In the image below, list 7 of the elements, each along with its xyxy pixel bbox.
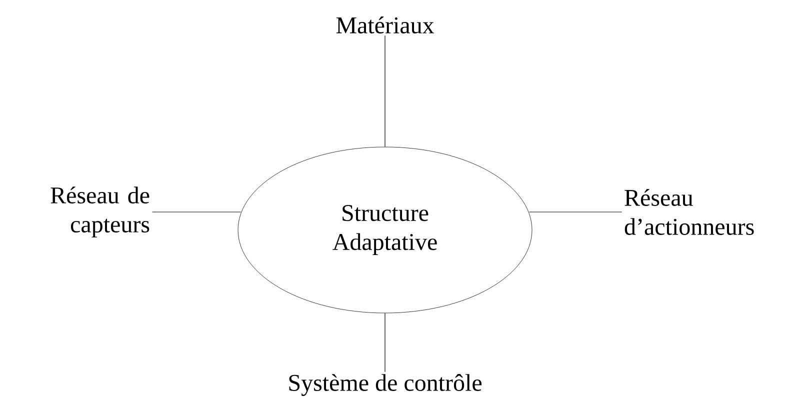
connector-line: [384, 35, 386, 148]
node-label: Matériaux: [336, 16, 434, 34]
ellipse-node: Structure Adaptative: [238, 146, 532, 314]
connector-line: [384, 312, 386, 372]
node-label: Système de contrôle: [289, 374, 482, 396]
node-label: Réseau de capteurs: [50, 186, 150, 238]
node-label: Réseau d’actionneurs: [624, 189, 754, 235]
